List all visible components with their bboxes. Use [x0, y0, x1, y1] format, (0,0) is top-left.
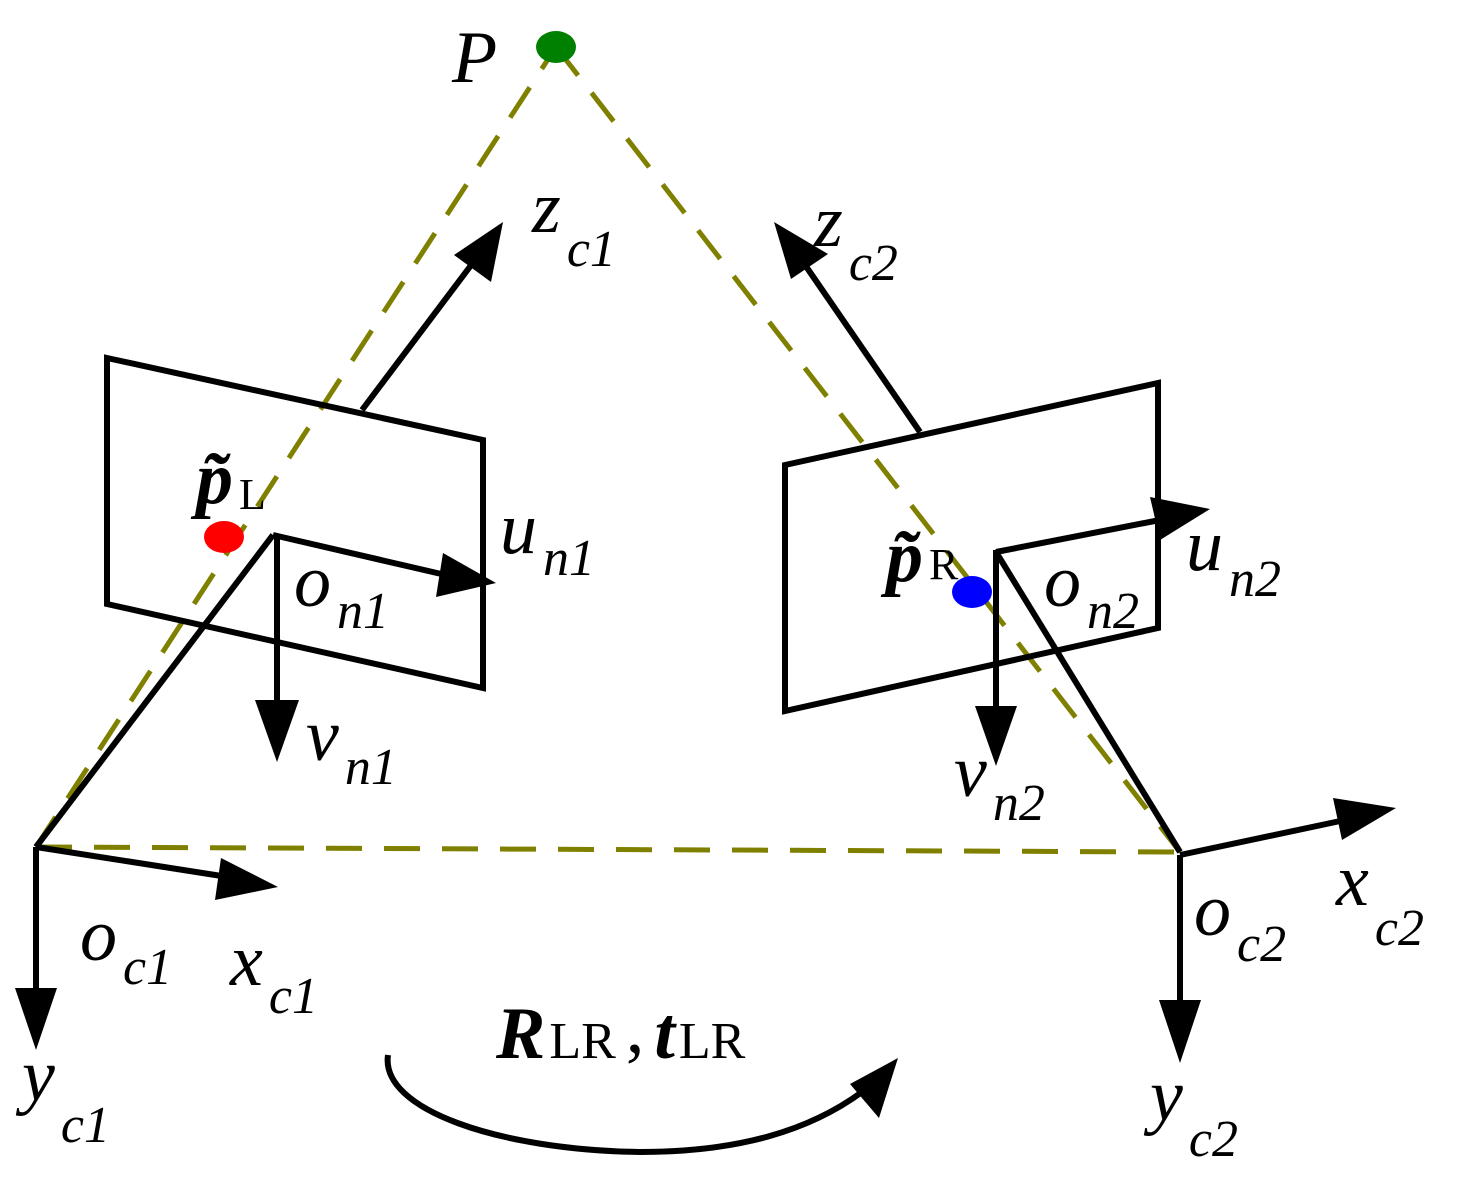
projection-rays [33, 45, 1182, 855]
point-pR [952, 576, 992, 608]
optical-link-right [993, 550, 1183, 854]
transform-arrow [384, 1054, 898, 1156]
optical-link-left [33, 533, 276, 849]
arrowhead-yc2 [1159, 1000, 1201, 1063]
label-zc1: zc1 [531, 167, 616, 278]
label-xc2: xc2 [1335, 840, 1424, 957]
label-transform: RLR,tLR [495, 987, 746, 1075]
right-image-plane [782, 379, 1161, 715]
arrowhead-zc1 [454, 222, 503, 282]
point-P [536, 31, 576, 63]
label-P: P [451, 17, 497, 99]
transform-arc [384, 1054, 864, 1156]
arrowhead-zc2 [774, 222, 828, 279]
axis-xc1 [35, 844, 229, 880]
axis-zc2 [800, 260, 923, 434]
arrowhead-un1 [436, 553, 496, 597]
axis-un1 [272, 532, 451, 579]
axis-zc1 [359, 254, 481, 412]
label-pL: p̃L [190, 438, 266, 520]
label-yc1: yc1 [15, 1035, 110, 1154]
arrowhead-yc1 [15, 988, 57, 1050]
arrowhead-un2 [1150, 497, 1210, 540]
arrowhead-vn1 [255, 700, 299, 762]
label-zc2: zc2 [813, 181, 898, 292]
ray-oc1-P [33, 45, 559, 849]
right-camera [774, 222, 1396, 1063]
arrowhead-xc1 [215, 858, 278, 900]
label-pR: p̃R [880, 516, 959, 598]
baseline-oc1-oc2 [35, 844, 1181, 855]
point-pL [204, 521, 244, 553]
axis-un2 [995, 516, 1166, 555]
left-image-plane [104, 354, 486, 692]
label-yc2: yc2 [1143, 1055, 1238, 1168]
axis-xc2 [1179, 817, 1346, 858]
arrowhead-vn2 [975, 706, 1017, 766]
arrowhead-transform [850, 1058, 898, 1118]
left-camera [15, 222, 503, 1050]
arrowhead-xc2 [1333, 798, 1396, 840]
